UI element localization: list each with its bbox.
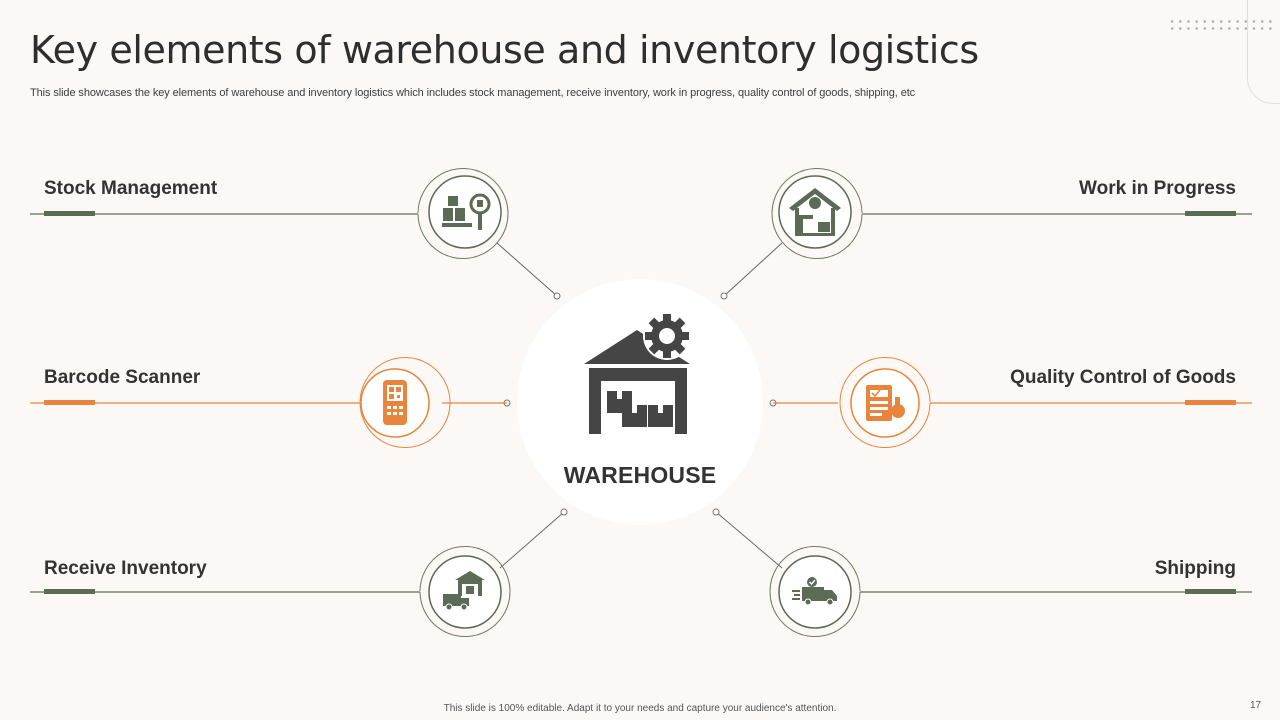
warehouse-gear-icon	[584, 312, 691, 434]
delivery-truck-warehouse-icon	[443, 571, 485, 611]
label-work-in-progress: Work in Progress	[1079, 178, 1236, 199]
shipping-truck-icon	[792, 577, 837, 606]
footer-note: This slide is 100% editable. Adapt it to…	[443, 703, 837, 714]
quality-control-node	[773, 357, 1252, 448]
quality-check-icon	[866, 385, 905, 421]
stock-management-node	[30, 168, 509, 259]
barcode-scanner-node	[30, 357, 507, 448]
stock-management-icon	[442, 193, 491, 230]
corner-decoration	[1247, 0, 1280, 104]
receive-inventory-node	[30, 546, 511, 637]
label-shipping: Shipping	[1154, 558, 1236, 579]
page-subtitle: This slide showcases the key elements of…	[30, 87, 916, 99]
work-in-progress-node	[771, 168, 1252, 259]
label-receive-inventory: Receive Inventory	[44, 558, 207, 579]
page-title: Key elements of warehouse and inventory …	[30, 28, 979, 72]
label-stock-management: Stock Management	[44, 178, 218, 199]
shipping-node	[769, 546, 1252, 637]
label-barcode-scanner: Barcode Scanner	[44, 367, 201, 388]
label-quality-control: Quality Control of Goods	[1010, 367, 1236, 388]
barcode-scanner-icon	[383, 380, 407, 425]
warehouse-robot-icon	[789, 188, 841, 236]
connector-dots	[503, 292, 777, 516]
center-label: WAREHOUSE	[563, 462, 717, 488]
dot-grid-decoration	[1168, 18, 1274, 32]
page-number: 17	[1250, 700, 1262, 711]
